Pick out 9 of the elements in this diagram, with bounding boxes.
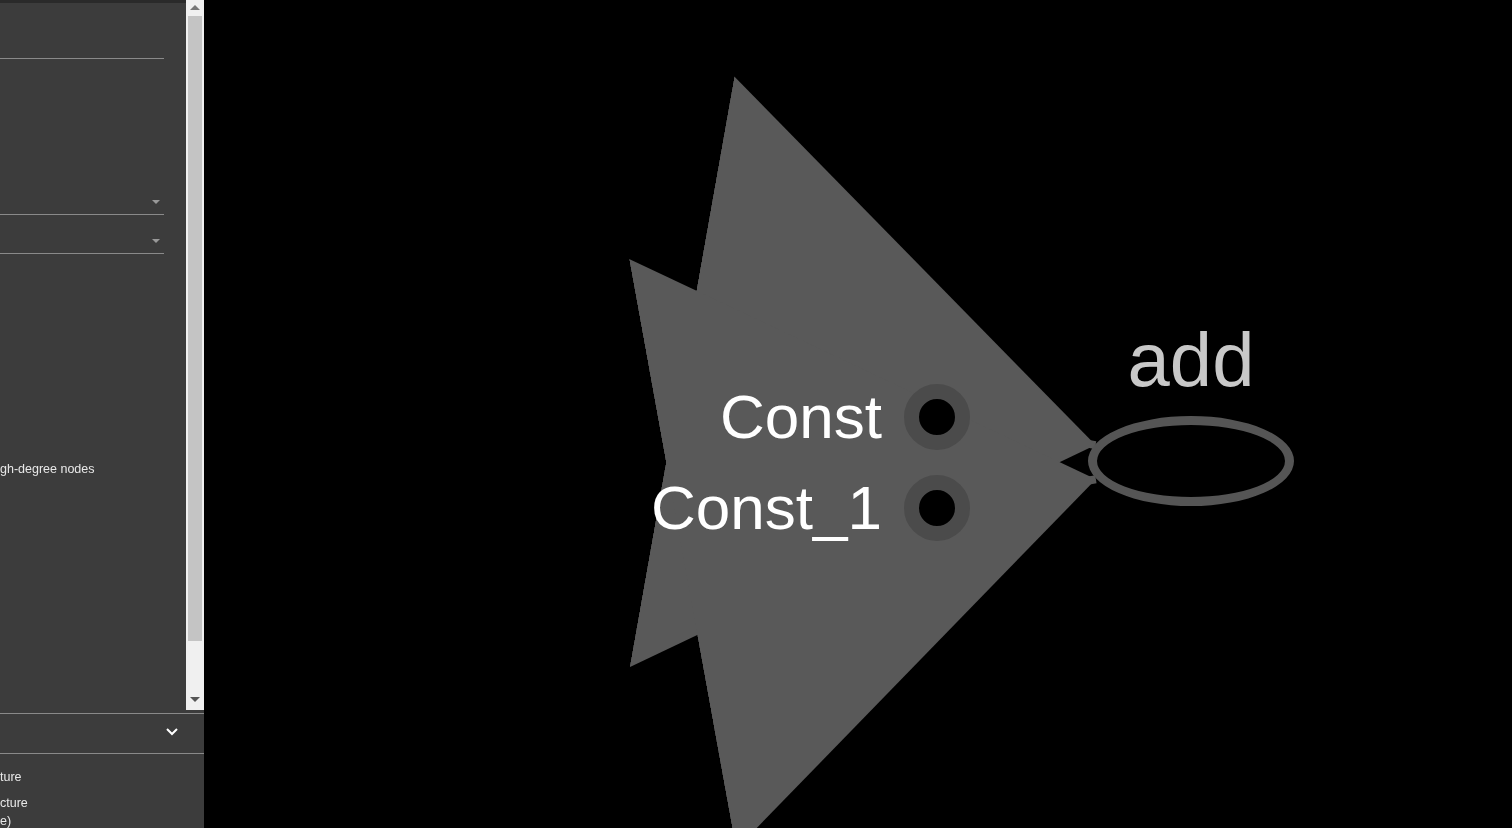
arrow	[629, 258, 1097, 828]
panel-text: ture	[0, 769, 22, 785]
arrow	[629, 76, 1097, 668]
node-label: Const_1	[651, 477, 882, 539]
panel-text: gh-degree nodes	[0, 461, 95, 477]
panel-text: cture	[0, 795, 28, 811]
node-label: add	[1127, 322, 1255, 398]
node-label: Const	[720, 386, 882, 448]
panel-text: e)	[0, 813, 12, 828]
